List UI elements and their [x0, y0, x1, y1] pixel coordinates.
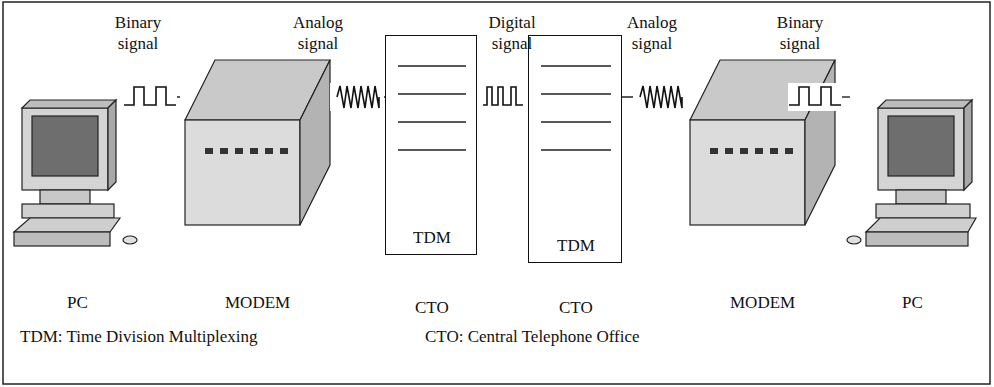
device-label: CTO	[559, 298, 593, 318]
wave-backing	[788, 83, 842, 111]
tdm-line	[541, 149, 611, 150]
waveform	[789, 87, 841, 105]
tdm-lines	[529, 36, 623, 264]
device-label: PC	[67, 293, 88, 313]
tdm-line	[541, 93, 611, 94]
device-node: MODEM	[685, 55, 840, 315]
wave-backing	[633, 83, 687, 111]
footnote: TDM: Time Division Multiplexing	[20, 327, 258, 347]
device-node: PC	[850, 90, 975, 315]
device-node: PC	[15, 90, 140, 315]
signal-label: Digital signal	[472, 12, 552, 54]
pc-illustration	[847, 100, 976, 246]
wave-backing	[123, 83, 177, 111]
tdm-box: TDMCTO	[385, 35, 477, 255]
device-label: CTO	[415, 298, 449, 318]
wave-backing	[476, 83, 530, 111]
tdm-line	[398, 149, 466, 150]
tdm-label: TDM	[557, 236, 595, 256]
tdm-line	[398, 65, 466, 66]
signal-label: Binary signal	[760, 12, 840, 54]
waveform	[483, 87, 523, 105]
tdm-lines	[386, 36, 478, 256]
tdm-line	[398, 93, 466, 94]
waveform	[640, 86, 682, 108]
waveform	[337, 86, 379, 108]
signal-label: Analog signal	[278, 12, 358, 54]
device-label: MODEM	[225, 293, 290, 313]
pc-illustration	[14, 100, 137, 246]
modem-illustration	[185, 60, 330, 225]
device-node: MODEM	[180, 55, 335, 315]
signal-label: Binary signal	[98, 12, 178, 54]
tdm-line	[398, 121, 466, 122]
wave-backing	[330, 83, 384, 111]
device-label: MODEM	[730, 293, 795, 313]
waveform	[124, 87, 176, 105]
tdm-label: TDM	[413, 228, 451, 248]
tdm-line	[541, 121, 611, 122]
footnote: CTO: Central Telephone Office	[425, 327, 640, 347]
frame	[3, 2, 990, 384]
signal-label: Analog signal	[612, 12, 692, 54]
tdm-line	[541, 65, 611, 66]
device-label: PC	[902, 293, 923, 313]
tdm-box: TDMCTO	[528, 35, 622, 263]
